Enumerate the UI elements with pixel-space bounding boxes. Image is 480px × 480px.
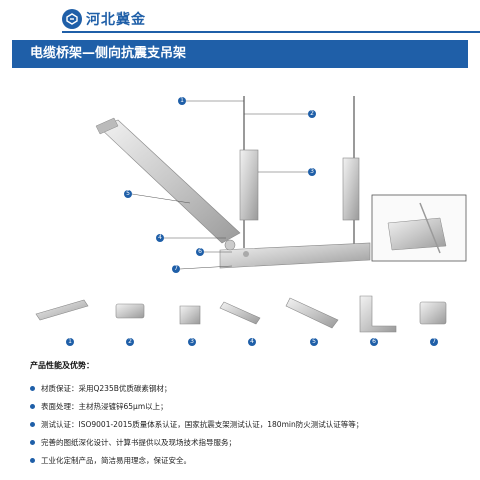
brand-logo-icon [62,9,82,29]
feature-item: 完善的图纸深化设计、计算书提供以及现场技术指导服务； [30,433,470,451]
bullet-icon [30,421,35,427]
diagram-label-3: 3 [308,168,316,176]
diagram-label-5: 5 [124,190,132,198]
feature-item: 工业化定制产品，简洁易用理念，保证安全。 [30,451,470,469]
features-section: 产品性能及优势： 材质保证：采用Q235B优质碳素钢材； 表面处理：主材热浸镀锌… [30,360,470,469]
feature-text: 测试认证：ISO9001-2015质量体系认证，国家抗震支架测试认证，180mi… [41,419,364,429]
part-label-1: 1 [66,338,74,346]
header-divider [62,31,480,33]
part-label-7: 7 [430,338,438,346]
part-label-4: 4 [248,338,256,346]
diagram-label-7: 7 [172,265,180,273]
feature-text: 完善的图纸深化设计、计算书提供以及现场技术指导服务； [41,437,236,447]
diagram-label-1: 1 [178,97,186,105]
parts-illustration [35,295,447,333]
brand-header: 河北冀金 [62,8,146,30]
brand-name: 河北冀金 [86,12,146,28]
feature-text: 工业化定制产品，简洁易用理念，保证安全。 [41,455,191,465]
part-label-5: 5 [310,338,318,346]
part-label-2: 2 [126,338,134,346]
feature-item: 材质保证：采用Q235B优质碳素钢材； [30,379,470,397]
diagram-label-2: 2 [308,110,316,118]
bullet-icon [30,439,35,445]
features-title: 产品性能及优势： [30,361,94,370]
diagram-label-4: 4 [156,234,164,242]
feature-item: 测试认证：ISO9001-2015质量体系认证，国家抗震支架测试认证，180mi… [30,415,470,433]
assembly-illustration [95,96,467,270]
bullet-icon [30,385,35,391]
feature-text: 表面处理：主材热浸镀锌65μm以上； [41,401,168,411]
part-label-3: 3 [188,338,196,346]
bullet-icon [30,457,35,463]
parts-row: 1 2 3 4 5 6 7 [0,290,480,350]
feature-text: 材质保证：采用Q235B优质碳素钢材； [41,383,172,393]
page-title: 电缆桥架—侧向抗震支吊架 [12,40,468,68]
feature-item: 表面处理：主材热浸镀锌65μm以上； [30,397,470,415]
diagram-label-6: 6 [196,248,204,256]
part-label-6: 6 [370,338,378,346]
assembly-diagram: 1 2 3 4 5 6 7 [0,68,480,290]
bullet-icon [30,403,35,409]
